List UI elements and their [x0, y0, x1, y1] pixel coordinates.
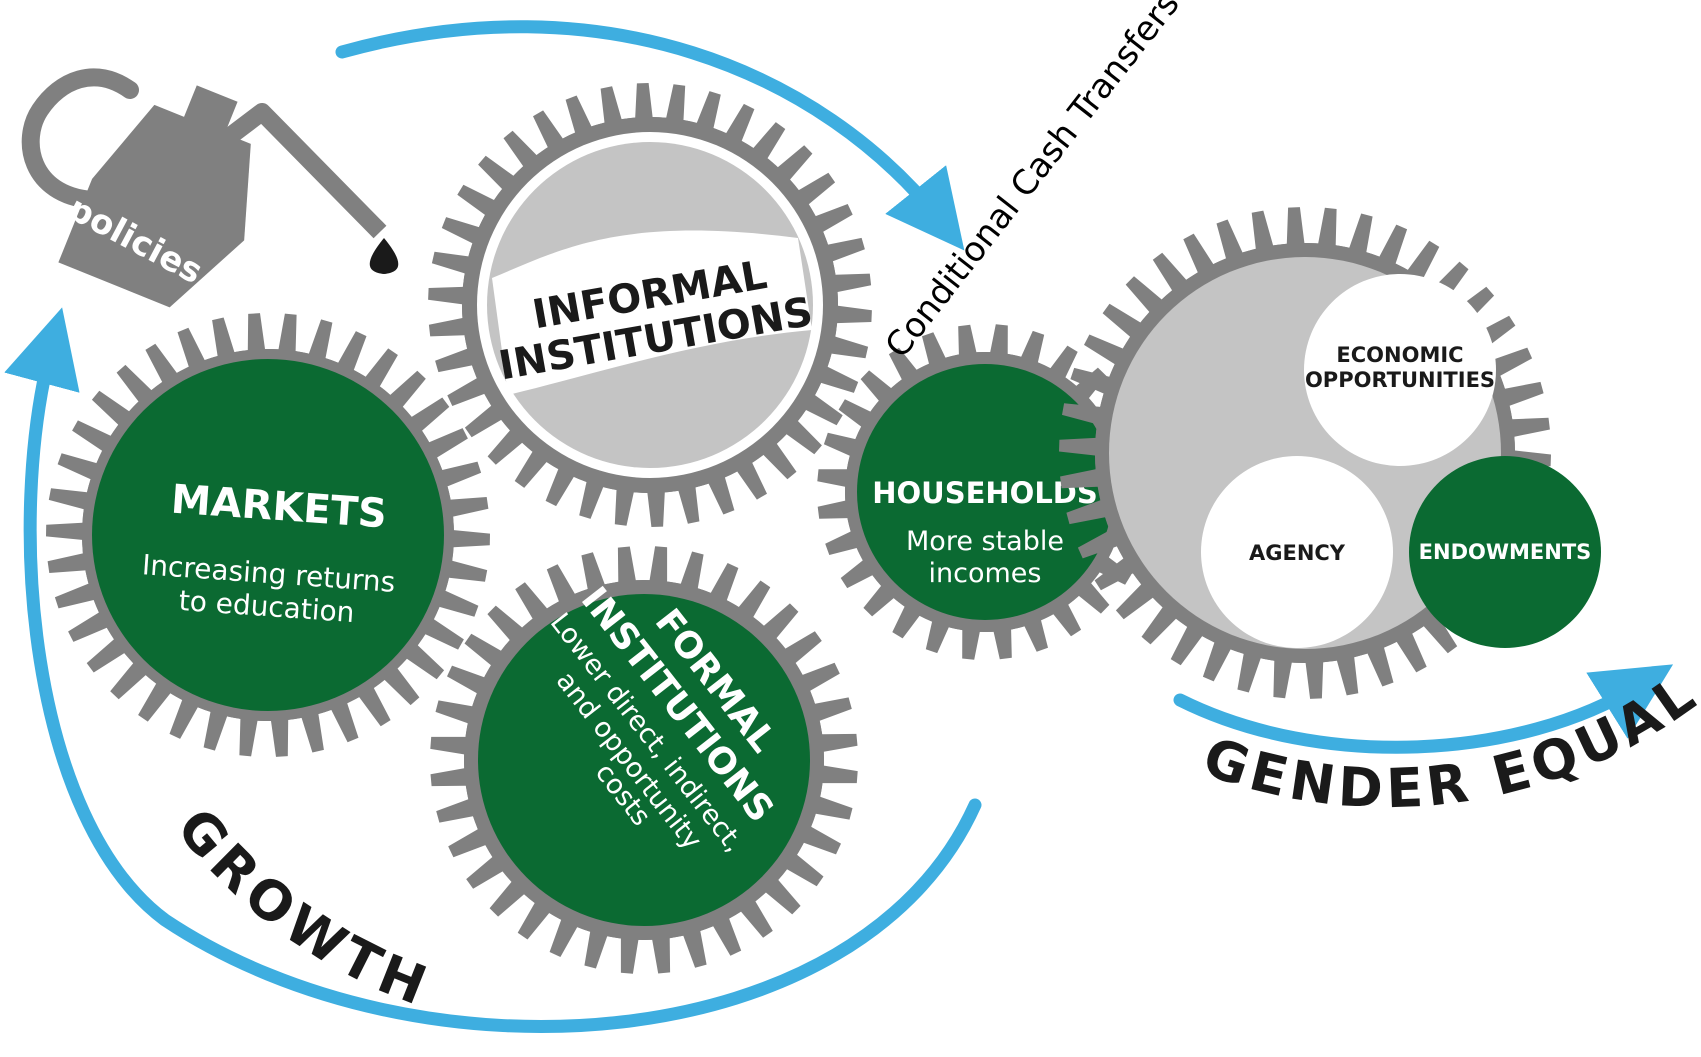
growth-cycle-arrow	[335, 20, 965, 251]
formal-institutions-gear	[430, 546, 858, 974]
economic-opportunities-line2: OPPORTUNITIES	[1305, 368, 1495, 392]
economic-opportunities-circle	[1304, 274, 1496, 466]
growth-return-arrow	[4, 307, 982, 1033]
endowments-circle	[1409, 456, 1601, 648]
households-subtitle-line2: incomes	[929, 558, 1042, 589]
agency-label: AGENCY	[1249, 541, 1346, 565]
conditional-cash-transfers-label: Conditional Cash Transfers	[878, 0, 1188, 366]
households-subtitle-line1: More stable	[906, 526, 1064, 557]
gender-equality-gear	[1059, 207, 1601, 699]
households-title: HOUSEHOLDS	[872, 476, 1098, 510]
economic-opportunities-line1: ECONOMIC	[1336, 343, 1463, 367]
markets-gear	[46, 313, 490, 757]
informal-institutions-gear	[428, 83, 872, 527]
gender-equality-arrow	[1173, 664, 1674, 754]
agency-circle	[1201, 456, 1393, 648]
endowments-label: ENDOWMENTS	[1419, 540, 1592, 564]
oil-drop-icon	[369, 238, 399, 274]
oil-can-icon	[21, 68, 399, 308]
